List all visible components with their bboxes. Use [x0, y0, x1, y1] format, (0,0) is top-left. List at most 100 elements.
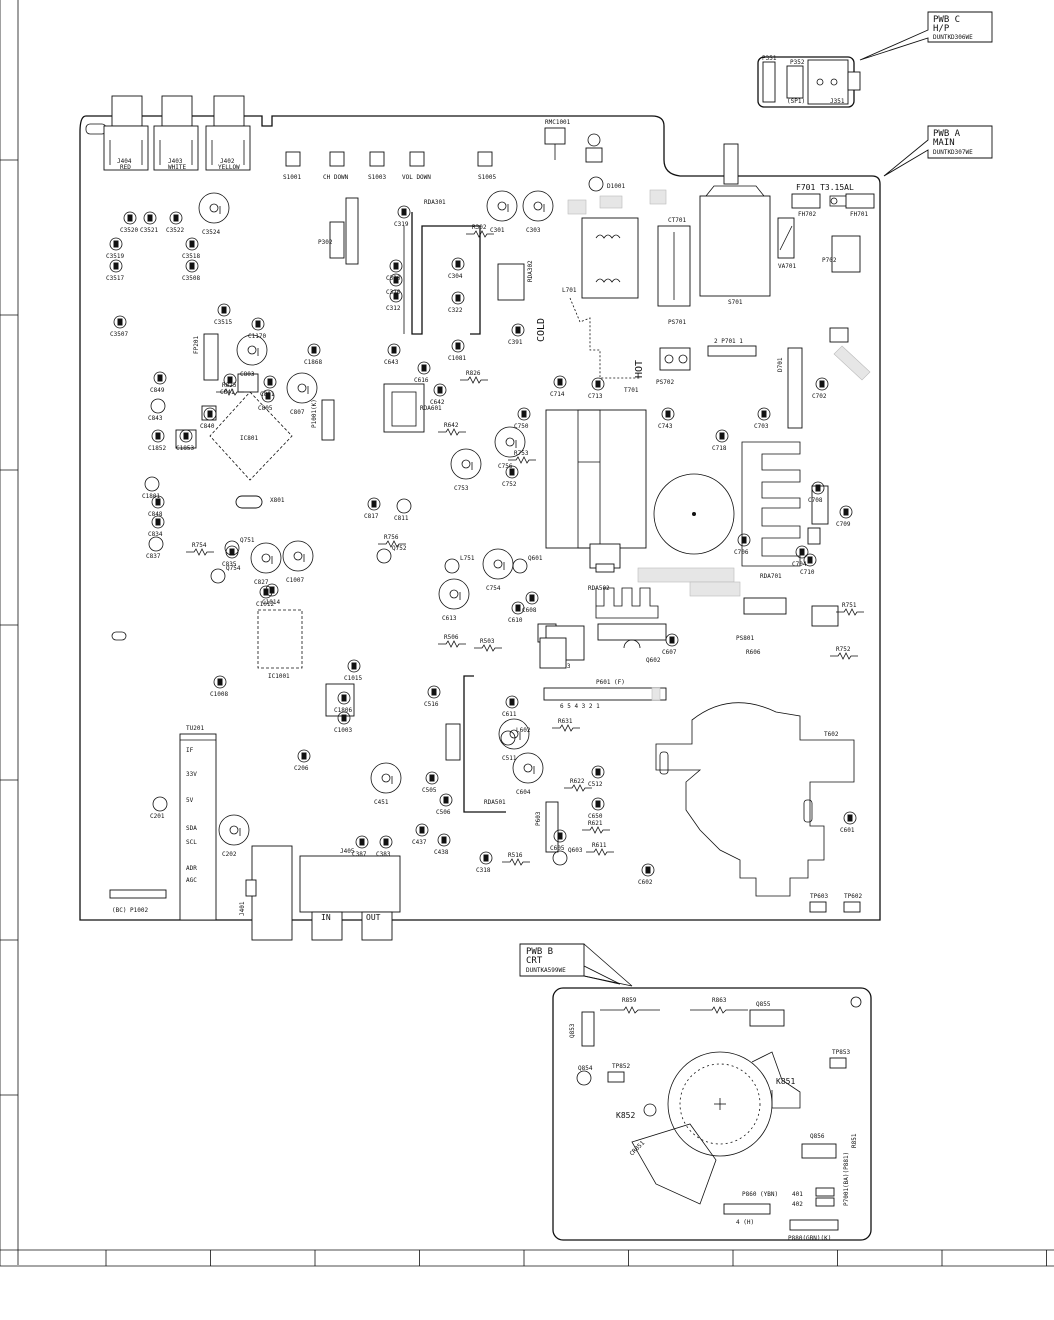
capacitor-label: C752: [502, 481, 517, 488]
capacitor-c803: C803: [236, 334, 268, 378]
pwb-c-callout: PWB C H/P DUNTKD306WE: [859, 11, 993, 61]
ps701: PS701 PS702 2 P701 1: [656, 319, 757, 386]
capacitor-c1008: C1008: [210, 675, 228, 698]
p7001-label: P7001(BA)(P881): [843, 1152, 850, 1206]
q602-label: Q602: [646, 657, 661, 664]
resistor-r622: R622: [564, 778, 592, 792]
ic801-label: IC801: [240, 435, 258, 442]
resistor-label: R825: [222, 382, 237, 389]
cold-label: COLD: [536, 318, 547, 342]
rda601-label: RDA601: [420, 405, 442, 412]
cr851-label: CR851: [628, 1139, 646, 1157]
capacitor-label: C322: [448, 307, 463, 314]
resistor-label: R302: [472, 224, 487, 231]
capacitor-c604: C604: [512, 752, 544, 796]
capacitor-c610: C610: [508, 601, 525, 624]
tuner-pin-label: 5V: [186, 797, 194, 804]
part-l751: L751: [444, 555, 475, 574]
resistor-label: R503: [480, 638, 495, 645]
sp1-label: (SP1): [787, 98, 805, 105]
capacitor-label: C512: [588, 781, 603, 788]
capacitor-c754: C754: [482, 548, 514, 592]
capacitor-label: C714: [550, 391, 565, 398]
capacitor-label: C3522: [166, 227, 184, 234]
part-q601: Q601: [512, 555, 543, 574]
capacitor-c643: C643: [384, 343, 401, 366]
capacitor-label: C607: [662, 649, 677, 656]
resistor-r506: R506: [438, 634, 466, 648]
capacitor-label: C1008: [210, 691, 228, 698]
av-jacks: J401 J405 IN OUT: [239, 845, 401, 941]
capacitor-label: C1806: [334, 707, 352, 714]
pwb-b-code: DUNTKA599WE: [526, 967, 566, 974]
resistor-r756: R756: [378, 534, 406, 548]
capacitor-label: C1801: [142, 493, 160, 500]
capacitor-c312: C312: [386, 289, 403, 312]
rda501: RDA501: [445, 675, 506, 813]
k852-label: K852: [616, 1111, 635, 1120]
capacitor-label: C1868: [304, 359, 322, 366]
capacitor-label: C601: [840, 827, 855, 834]
capacitor-label: C1170: [248, 333, 266, 340]
capacitor-c703: C703: [754, 407, 771, 430]
capacitor-c650: C650: [588, 797, 605, 820]
p603-label: P603: [535, 811, 542, 826]
capacitor-c1003: C1003: [334, 711, 352, 734]
capacitor-label: C202: [222, 851, 237, 858]
capacitor-label: C437: [412, 839, 427, 846]
capacitor-label: C451: [374, 799, 389, 806]
p601: P601 (F) 6 5 4 3 2 1: [543, 679, 667, 710]
p1002-label: (BC) P1002: [112, 907, 149, 914]
p880-label: P880(GBN)(K): [788, 1235, 831, 1242]
capacitor-label: C704: [792, 561, 807, 568]
capacitor-label: C643: [384, 359, 399, 366]
rmc1001-label: RMC1001: [545, 119, 571, 126]
resistor-r825: R825: [216, 382, 244, 396]
capacitor-label: C387: [352, 851, 367, 858]
q855-label: Q855: [756, 1001, 771, 1008]
fh702-label: FH702: [798, 211, 816, 218]
tp603-label: TP603: [810, 893, 828, 900]
t701-label: T701: [624, 387, 639, 394]
pwb-c-code: DUNTKD306WE: [933, 34, 973, 41]
rda701-heatsink: RDA701 D701: [741, 347, 829, 580]
capacitor-label: C3515: [214, 319, 232, 326]
s1005-label: S1005: [478, 174, 496, 181]
resistor-r753: R753: [508, 450, 536, 464]
capacitor-c437: C437: [412, 823, 429, 846]
x801-label: X801: [270, 497, 285, 504]
pwb-b-callout: PWB B CRT DUNTKA599WE: [519, 943, 633, 987]
capacitor-c718: C718: [712, 429, 729, 452]
capacitor-c750: C750: [514, 407, 531, 430]
capacitor-c451: C451: [370, 762, 402, 806]
capacitor-c702: C702: [812, 377, 829, 400]
fuse-title: F701 T3.15AL: [796, 183, 854, 192]
capacitor-label: C834: [148, 531, 163, 538]
capacitor-c1170: C1170: [248, 317, 266, 340]
p860-h-label: 4 (H): [736, 1219, 754, 1226]
p351-label: P351: [762, 55, 777, 62]
rda701-label: RDA701: [760, 573, 782, 580]
capacitor-label: C438: [434, 849, 449, 856]
capacitor-label: C391: [508, 339, 523, 346]
capacitor-c206: C206: [294, 749, 311, 772]
resistor-label: R506: [444, 634, 459, 641]
resistor-label: R754: [192, 542, 207, 549]
tuner-pin-label: 33V: [186, 771, 197, 778]
d701-label: D701: [777, 357, 784, 372]
resistor-label: R753: [514, 450, 529, 457]
capacitor-label: C604: [516, 789, 531, 796]
ic801: IC801 X801: [209, 391, 293, 509]
capacitor-c848: C848: [148, 495, 165, 518]
capacitor-label: C3518: [182, 253, 200, 260]
capacitor-c318: C318: [476, 851, 493, 874]
resistor-r503: R503: [474, 638, 502, 652]
q854-label: Q854: [578, 1065, 593, 1072]
p702-label: P702: [822, 257, 837, 264]
q853-label: Q853: [569, 1023, 576, 1038]
capacitor-label: C709: [836, 521, 851, 528]
capacitor-label: C605: [550, 845, 565, 852]
capacitor-label: C3520: [120, 227, 138, 234]
part-label: Q751: [240, 537, 255, 544]
